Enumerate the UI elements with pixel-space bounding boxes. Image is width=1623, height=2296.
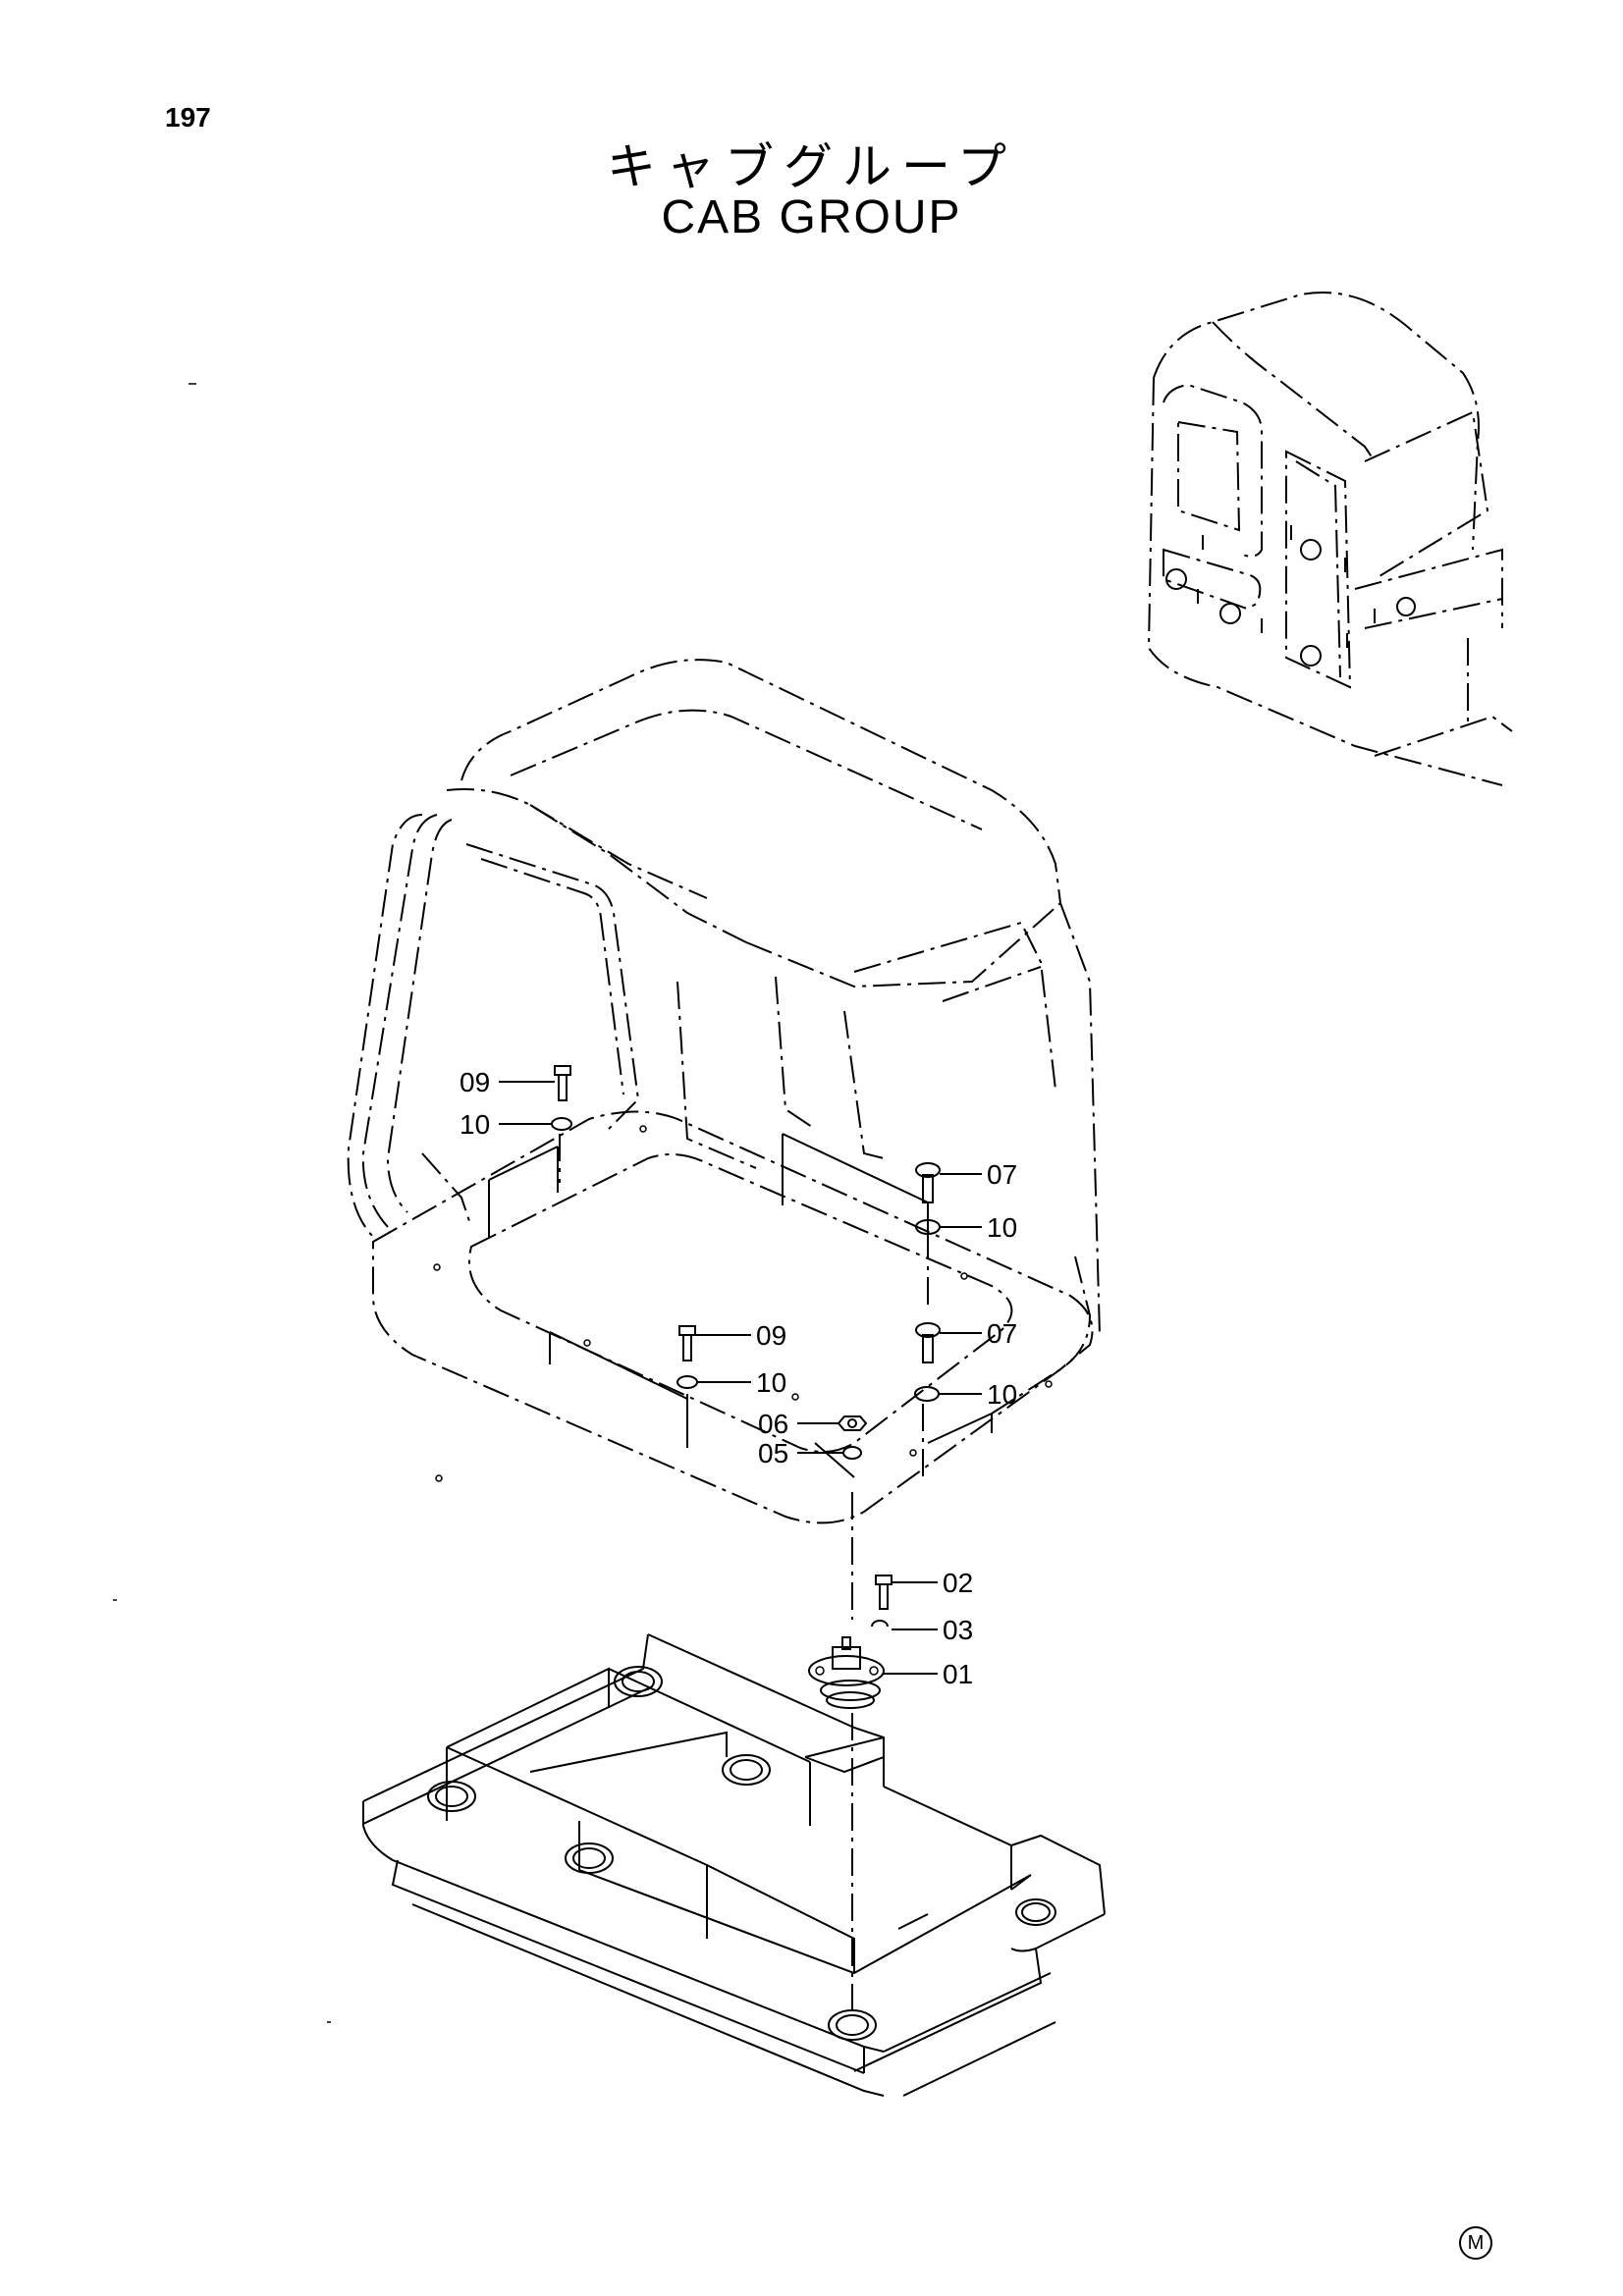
callout-09a: 09 (460, 1067, 490, 1097)
upper-frame (362, 1442, 1106, 2097)
callout-10b: 10 (987, 1212, 1017, 1243)
callout-09b: 09 (756, 1320, 786, 1351)
bolt-07b-icon (915, 1322, 941, 1363)
callout-10a: 10 (460, 1109, 490, 1140)
inset-mount-markers (1165, 525, 1416, 667)
title-japanese: キャブグループ (607, 138, 1016, 195)
nut-06-icon (837, 1415, 868, 1431)
bolt-07a-icon (915, 1162, 941, 1203)
washer-05-icon (842, 1446, 862, 1460)
cab-floor-plate (372, 1110, 1094, 1524)
parts (551, 1065, 941, 1709)
page-number: 197 (165, 102, 211, 133)
callout-labels: 09 10 07 10 09 10 07 10 06 05 02 03 01 (460, 1067, 1017, 1689)
manufacturer-mark: M (1459, 2226, 1492, 2260)
callout-07b: 07 (987, 1318, 1017, 1349)
callout-01: 01 (943, 1659, 973, 1689)
cab-mount-01-icon (808, 1636, 885, 1709)
assembly-lines (559, 1134, 929, 2017)
lock-washer-03-icon (871, 1620, 889, 1628)
leader-lines (499, 1081, 982, 1675)
callout-03: 03 (943, 1615, 973, 1645)
callout-05: 05 (758, 1438, 788, 1468)
cab-body (347, 659, 1101, 1415)
bolt-09a-icon (554, 1065, 571, 1101)
callout-10c: 10 (756, 1367, 786, 1398)
cab-rear-inset (1147, 292, 1513, 786)
title-english: CAB GROUP (661, 191, 962, 243)
callout-06: 06 (758, 1409, 788, 1439)
washer-10a-icon (551, 1117, 572, 1131)
callout-07a: 07 (987, 1159, 1017, 1190)
washer-10c-icon (676, 1375, 698, 1389)
bolt-02-icon (875, 1575, 893, 1610)
callout-10d: 10 (987, 1379, 1017, 1410)
bolt-09b-icon (678, 1325, 696, 1362)
callout-02: 02 (943, 1568, 973, 1598)
